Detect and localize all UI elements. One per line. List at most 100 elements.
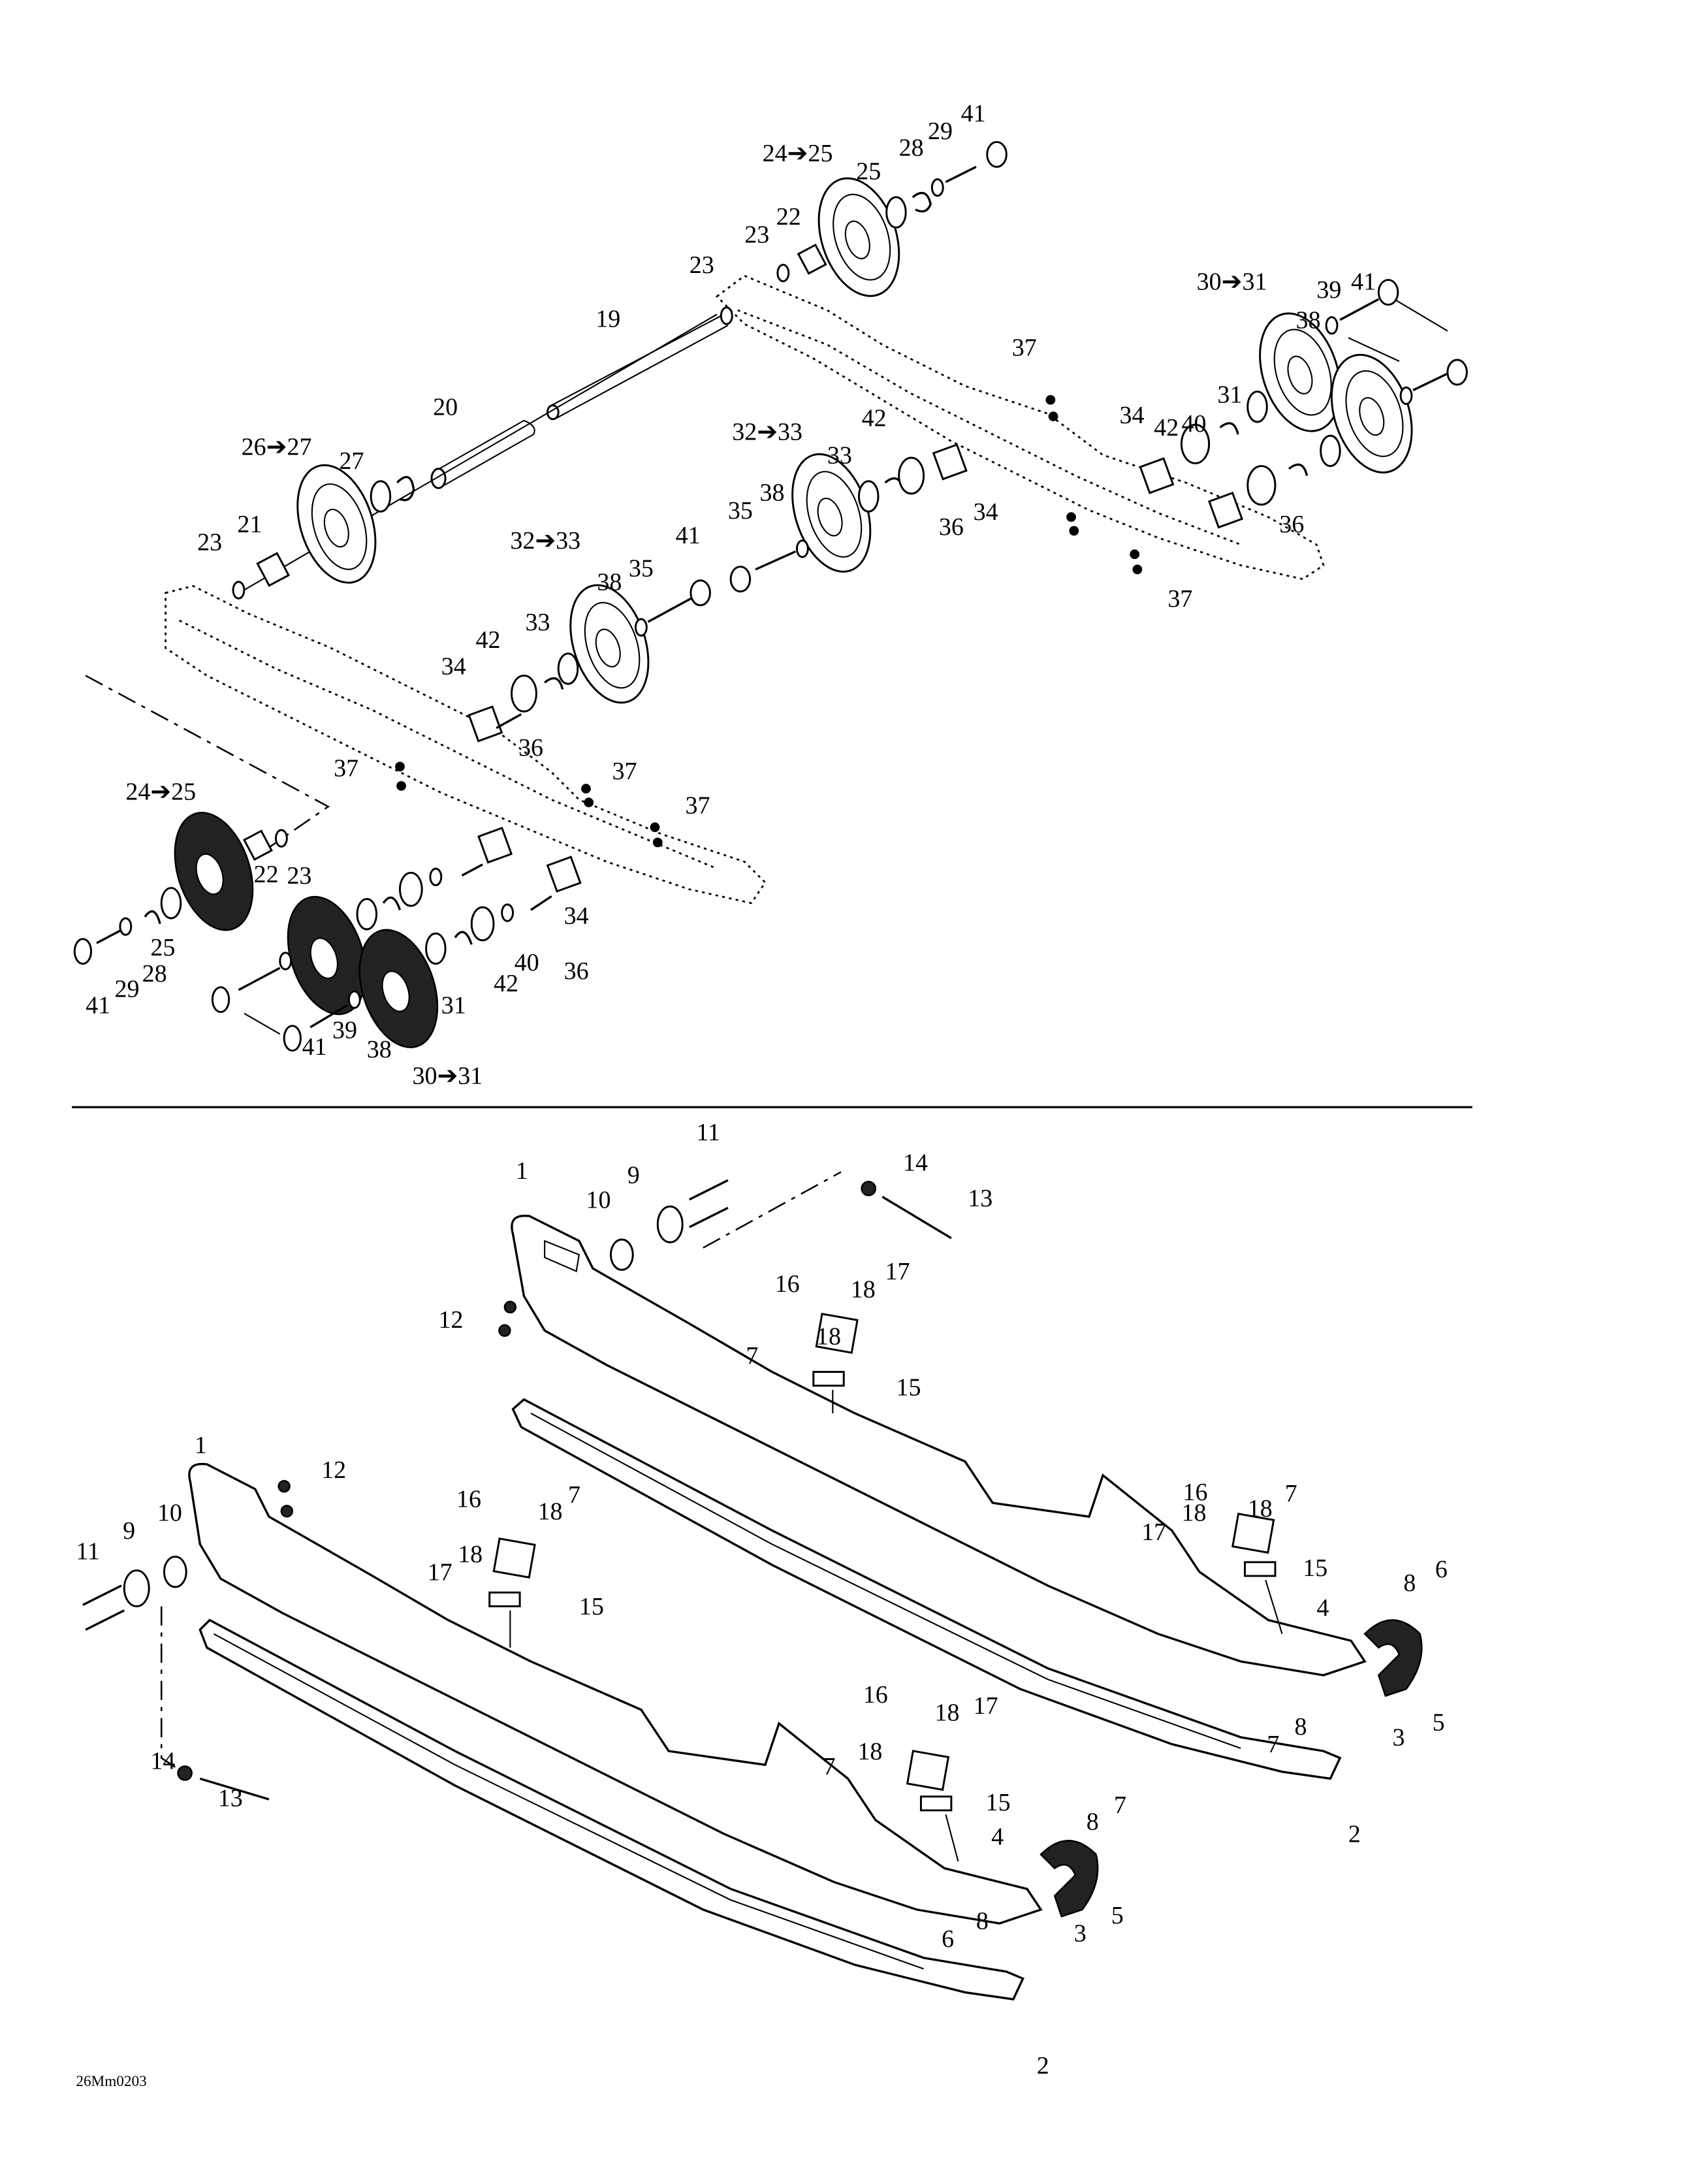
callout-c-37-mid-a: 37: [612, 758, 637, 785]
callout-c-41-bottom-b: 41: [302, 1033, 327, 1061]
callout-c-30-31-top: 30➔31: [1197, 268, 1267, 295]
callout-c-37-right: 37: [1167, 585, 1192, 613]
plate-15-upper: [812, 1371, 845, 1387]
bearing-27: [370, 480, 392, 513]
callout-r1-6: 6: [1435, 1556, 1448, 1583]
bearing-25-top: [885, 196, 907, 229]
bolt-35-left: [647, 594, 697, 623]
plate-10-upper: [609, 1238, 634, 1271]
washer-23-top: [776, 263, 790, 283]
callout-r1-18d: 18: [1181, 1500, 1206, 1527]
callout-c-30-31-bottom: 30➔31: [412, 1062, 483, 1089]
callout-c-23-top-b: 23: [690, 251, 714, 279]
plate-10-lower: [163, 1555, 187, 1588]
washer-38-mid: [795, 539, 809, 558]
callout-r2-9: 9: [123, 1517, 135, 1545]
callout-r2-12: 12: [321, 1456, 346, 1484]
nut-37-top: [1045, 394, 1056, 405]
washer-38-left: [634, 618, 648, 637]
bracket-34-lower-b: [546, 856, 582, 893]
circlip-27: [396, 475, 415, 502]
callout-c-36-mid: 36: [939, 513, 964, 541]
callout-c-41-mid: 41: [676, 522, 701, 549]
bearing-42-bottom-b: [470, 906, 495, 942]
washer-28-top: [930, 178, 944, 197]
bearing-33-mid: [857, 480, 880, 513]
callout-c-42-mid: 42: [862, 404, 887, 432]
callout-r2-16b: 16: [863, 1681, 888, 1709]
figure-code: 26Mm0203: [76, 2073, 146, 2090]
nut-14-lower: [177, 1765, 193, 1781]
callout-c-40-right: 40: [1181, 410, 1206, 438]
cap-41-right-b: [1446, 359, 1468, 386]
washer-23-left: [232, 581, 246, 600]
callout-r2-7a: 7: [568, 1481, 580, 1509]
washer-23-bottom: [274, 829, 288, 848]
callout-r1-13: 13: [968, 1185, 992, 1212]
bracket-9-lower: [123, 1569, 150, 1607]
callout-c-28-bottom: 28: [142, 960, 167, 988]
callout-c-26-27: 26➔27: [242, 434, 312, 461]
idler-wheel-24-bottom: [174, 811, 254, 931]
bolt-39-bottom: [309, 1004, 349, 1029]
callout-r1-18c: 18: [1248, 1495, 1273, 1522]
callout-c-34-mid: 34: [974, 498, 998, 526]
callout-c-24-25-bottom: 24➔25: [125, 778, 196, 805]
callout-r1-15: 15: [896, 1373, 921, 1401]
callout-r2-17: 17: [428, 1558, 452, 1586]
bracket-34-right-b: [1208, 491, 1243, 529]
bearing-42-right-b: [1246, 465, 1277, 506]
alignment-line-left: [85, 675, 330, 863]
callout-r2-16: 16: [456, 1485, 481, 1513]
callout-r1-7: 7: [746, 1342, 758, 1370]
callout-c-42-right: 42: [1154, 414, 1179, 442]
nut-37-mid: [581, 784, 591, 794]
washer-38-bottom-a: [279, 952, 293, 971]
callout-c-23-bottom: 23: [287, 862, 311, 890]
callout-r2-11: 11: [76, 1538, 100, 1566]
upper-assembly: [73, 140, 1468, 1052]
callout-c-28-top: 28: [899, 135, 924, 162]
bearing-25-bottom: [160, 887, 182, 920]
callout-c-20: 20: [433, 393, 458, 421]
callout-r2-5: 5: [1111, 1902, 1124, 1929]
bearing-31-right: [1246, 391, 1268, 423]
callout-r2-18d: 18: [857, 1738, 882, 1765]
callout-r1-15b: 15: [1303, 1554, 1327, 1582]
callout-c-22-bottom: 22: [254, 861, 279, 888]
callout-c-39-top: 39: [1316, 276, 1341, 304]
washer-38-right-b: [1399, 386, 1413, 406]
callout-c-34-bottom: 34: [564, 902, 589, 929]
callout-c-35-left: 35: [629, 554, 654, 582]
callout-c-39-bottom: 39: [332, 1017, 357, 1044]
circlip-28-top: [912, 191, 932, 213]
callout-c-38-bottom: 38: [367, 1036, 392, 1063]
callout-c-36-bottom: 36: [564, 957, 589, 985]
plate-15-lower-b: [919, 1795, 953, 1812]
callout-r2-8a: 8: [1087, 1808, 1099, 1835]
callout-c-32-33-left: 32➔33: [510, 527, 580, 554]
idler-wheel-24-top: [817, 177, 900, 297]
callout-c-37-top: 37: [1012, 334, 1037, 362]
callout-r2-18a: 18: [538, 1498, 563, 1525]
callout-r1-3: 3: [1392, 1724, 1404, 1752]
callout-r2-15b: 15: [986, 1789, 1011, 1816]
cap-41-left-mid: [690, 579, 711, 607]
bolt-13-upper: [881, 1195, 952, 1240]
callout-r2-1: 1: [195, 1432, 207, 1459]
cap-41-bottom-b: [283, 1025, 302, 1052]
bracket-34-mid: [932, 443, 968, 481]
callout-c-42-left: 42: [476, 626, 501, 654]
cap-41-bottom: [73, 938, 93, 965]
rail-frame-lower: [188, 1462, 1043, 1925]
rubber-stopper-5-lower: [1039, 1840, 1099, 1918]
cushion-16-upper: [815, 1313, 859, 1354]
bolt-11-lower: [82, 1584, 122, 1606]
suspension-frame-left: [165, 585, 767, 905]
callout-r2-13: 13: [218, 1785, 243, 1812]
callout-c-31-bottom: 31: [441, 992, 466, 1020]
bolt-35-mid: [755, 550, 797, 571]
suspension-frame-right: [715, 274, 1325, 581]
cap-41-right: [1377, 279, 1399, 306]
bracket-9-upper: [656, 1205, 684, 1244]
